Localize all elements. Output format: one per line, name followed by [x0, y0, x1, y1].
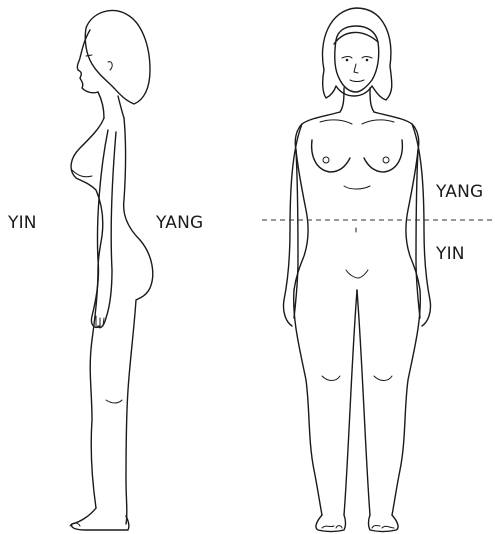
side-yang-label: YANG — [156, 213, 203, 233]
front-view-figure — [283, 8, 430, 532]
side-view-figure — [70, 10, 153, 530]
side-yin-label: YIN — [8, 213, 37, 233]
front-yin-label: YIN — [436, 244, 465, 264]
front-yang-label: YANG — [436, 182, 483, 202]
